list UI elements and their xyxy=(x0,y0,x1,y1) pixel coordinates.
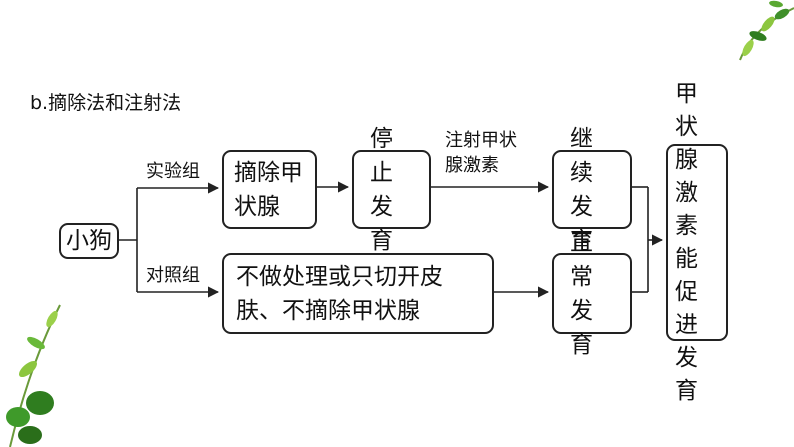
continue-growth-box: 继续发育 xyxy=(552,126,632,254)
experimental-group-label: 实验组 xyxy=(146,161,200,182)
control-treatment-box: 不做处理或只切开皮肤、不摘除甲状腺 xyxy=(222,253,494,334)
leaf-decoration-bottom-left xyxy=(6,304,61,447)
inject-hormone-label: 注射甲状腺激素 xyxy=(445,130,517,176)
dog-box: 小狗 xyxy=(59,223,119,259)
stop-growth-box: 停止发育 xyxy=(352,126,431,254)
conclusion-box: 甲状腺激素能促进发育 xyxy=(666,81,728,404)
section-subtitle: b.摘除法和注射法 xyxy=(30,92,182,114)
leaf-decoration-top-right xyxy=(739,0,794,61)
remove-thyroid-box: 摘除甲状腺 xyxy=(222,150,317,229)
normal-growth-box: 正常发育 xyxy=(552,230,632,358)
control-group-label: 对照组 xyxy=(146,265,200,286)
